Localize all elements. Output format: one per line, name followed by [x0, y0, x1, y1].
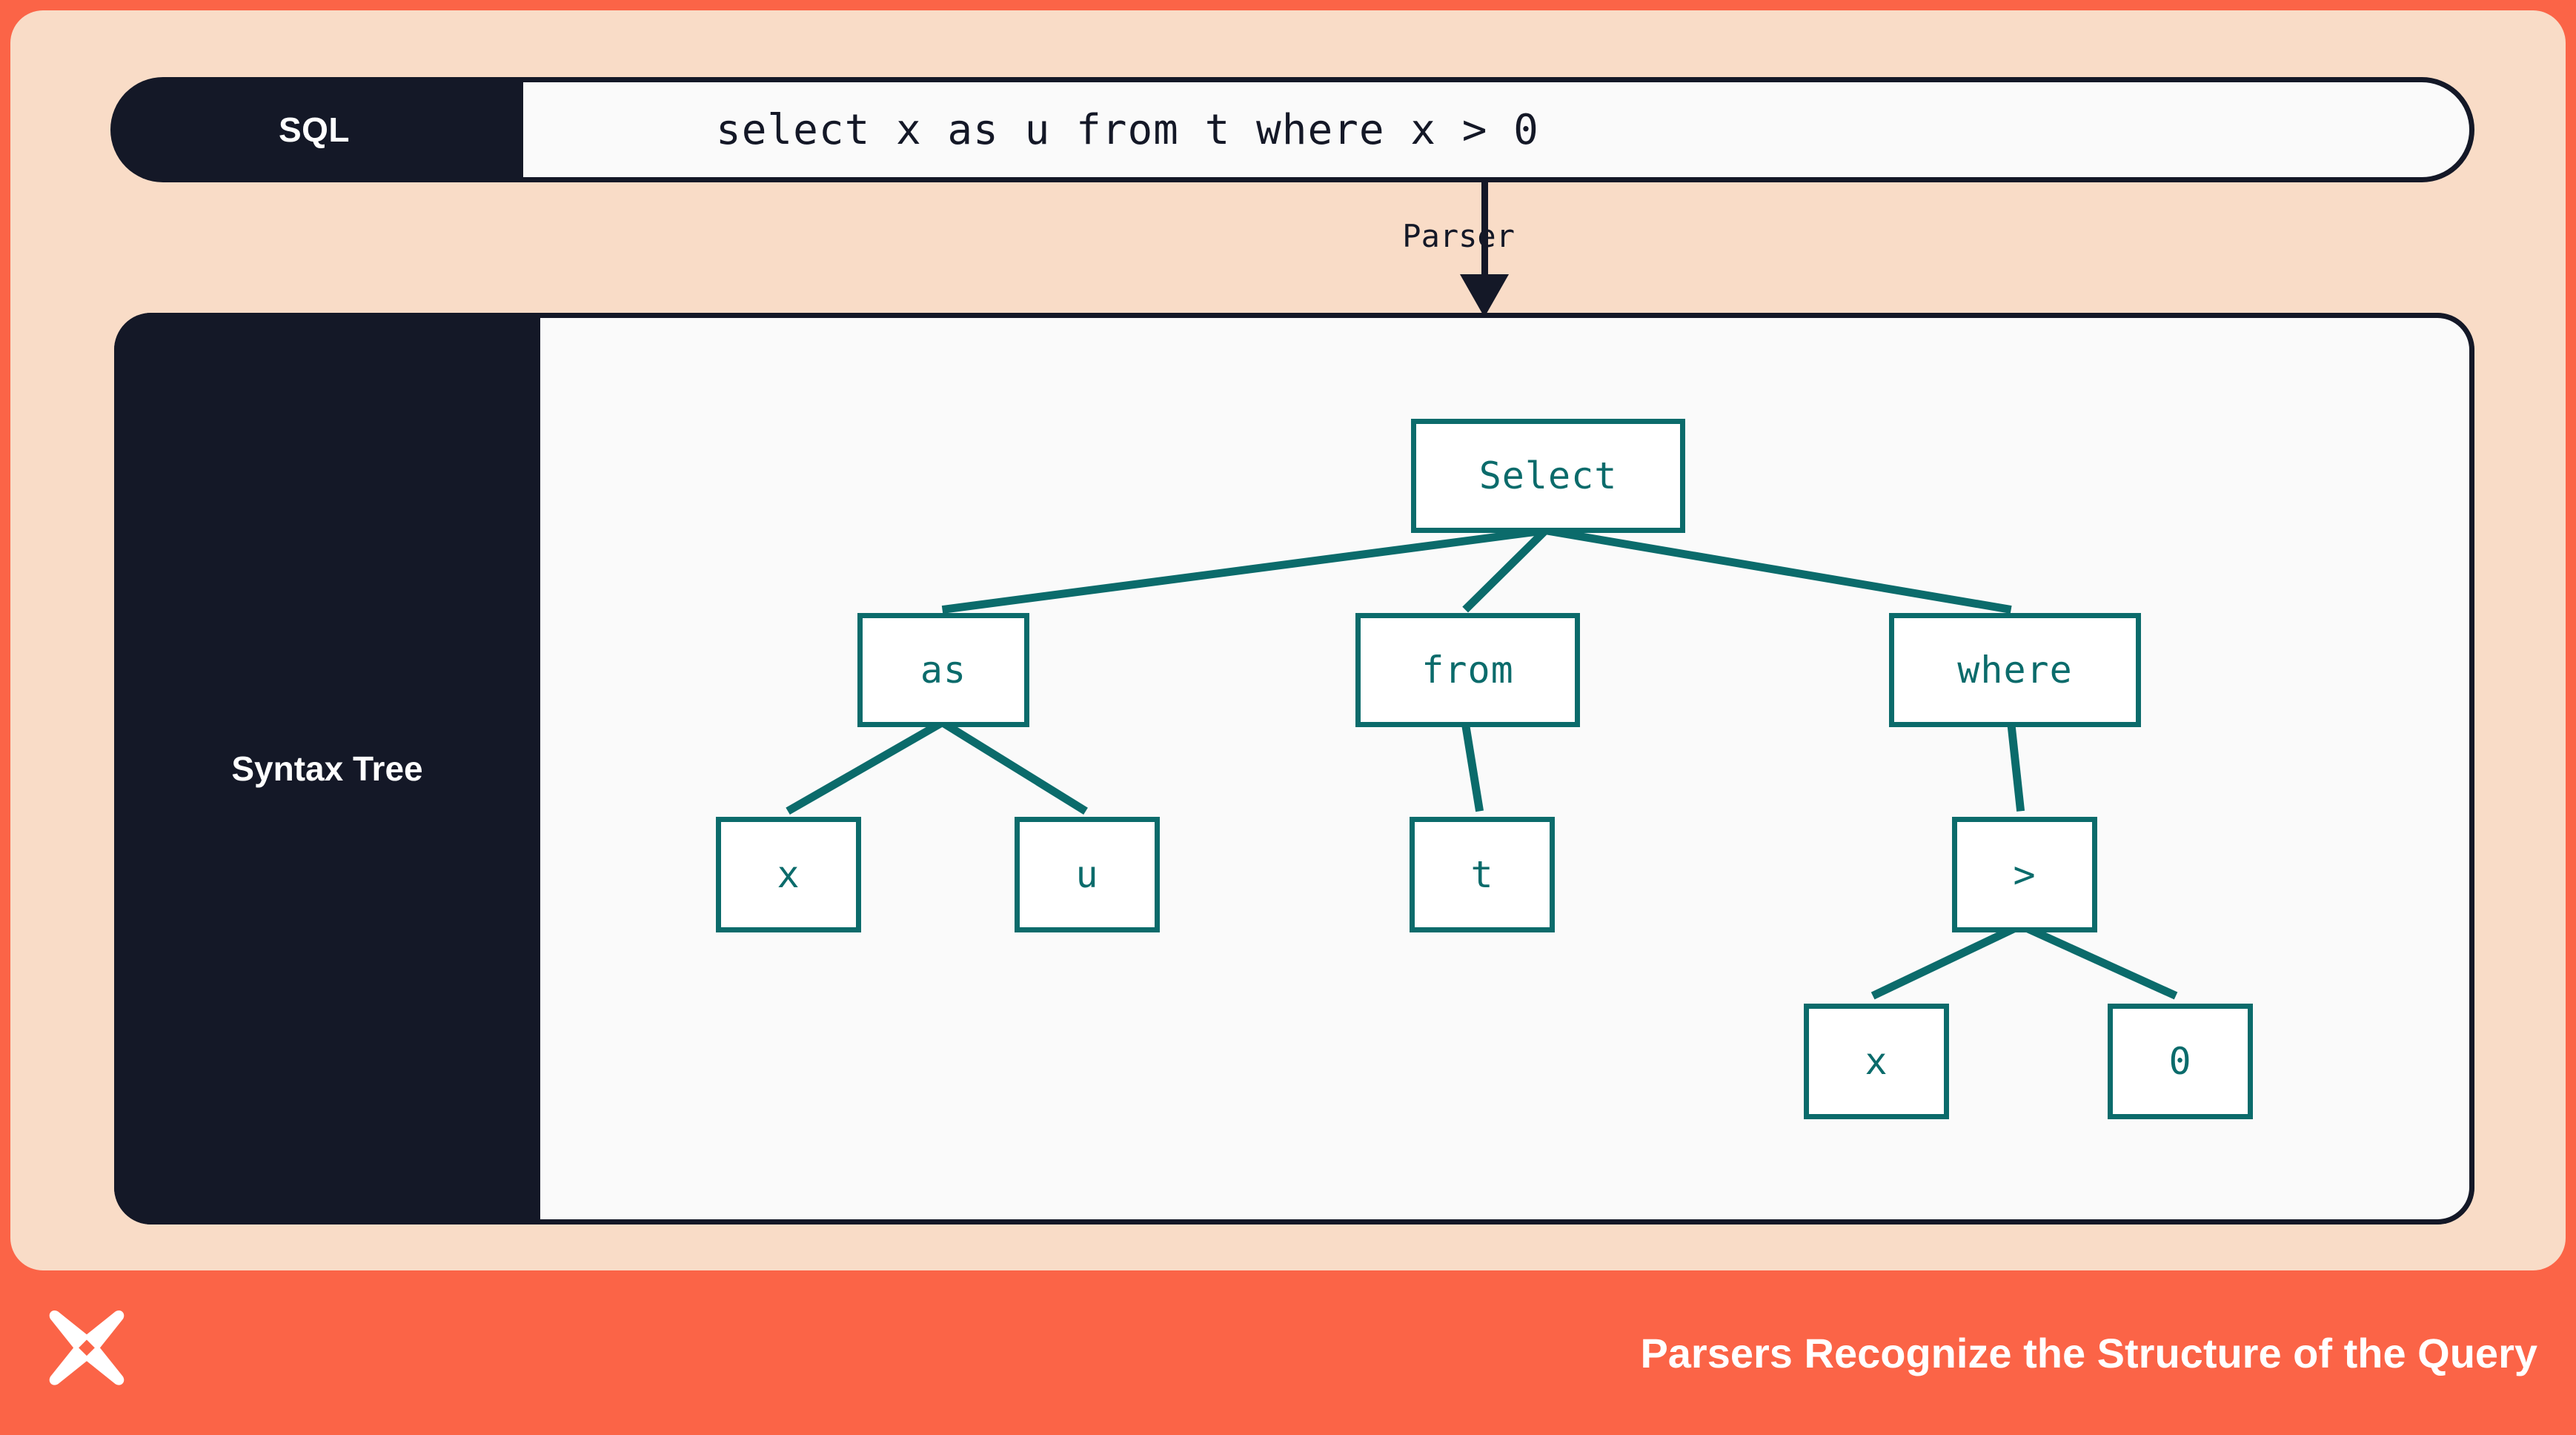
tree-node-where[interactable]: where — [1889, 613, 2141, 727]
footer-bar: Parsers Recognize the Structure of the Q… — [0, 1270, 2576, 1435]
tree-node-label: > — [2013, 853, 2036, 896]
parser-label: Parser — [1402, 218, 1515, 254]
arrow-shaft-icon — [1481, 182, 1488, 279]
tree-edge — [1870, 921, 2023, 1000]
tree-edge — [1544, 526, 2012, 614]
syntax-tree-label-pane: Syntax Tree — [114, 313, 540, 1224]
tree-edge — [941, 526, 1547, 614]
footer-caption: Parsers Recognize the Structure of the Q… — [1640, 1329, 2537, 1376]
syntax-tree-label-text: Syntax Tree — [231, 749, 423, 788]
tree-node-label: where — [1957, 649, 2073, 692]
tree-node-gt_x[interactable]: x — [1804, 1004, 1949, 1119]
tree-edge — [786, 719, 945, 815]
tree-node-label: u — [1075, 853, 1099, 896]
tree-edge — [1461, 721, 1484, 812]
content-card: SQL select x as u from t where x > 0 Par… — [10, 10, 2566, 1270]
tree-edge — [1462, 527, 1549, 613]
tree-node-label: from — [1421, 649, 1514, 692]
tree-edge-layer — [786, 526, 2178, 1000]
sql-label-pill: SQL — [110, 77, 518, 182]
tree-node-as_u[interactable]: u — [1015, 817, 1160, 932]
tree-node-as[interactable]: as — [857, 613, 1029, 727]
sql-query-text: select x as u from t where x > 0 — [716, 105, 1539, 154]
sql-row: SQL select x as u from t where x > 0 — [110, 77, 2474, 182]
tree-node-as_x[interactable]: x — [716, 817, 861, 932]
tree-node-from_t[interactable]: t — [1410, 817, 1555, 932]
sql-query-field[interactable]: select x as u from t where x > 0 — [518, 77, 2474, 182]
butterfly-x-logo-icon — [49, 1310, 125, 1385]
syntax-tree-panel: Syntax Tree Select as from where x u t > x 0 — [114, 313, 2474, 1224]
arrow-head-icon — [1460, 274, 1509, 317]
tree-node-label: x — [777, 853, 800, 896]
tree-node-label: 0 — [2168, 1040, 2192, 1083]
tree-node-label: as — [920, 649, 967, 692]
tree-node-label: x — [1865, 1040, 1888, 1083]
parser-transition: Parser — [1367, 182, 1589, 317]
tree-node-gt[interactable]: > — [1952, 817, 2097, 932]
tree-node-label: Select — [1478, 454, 1618, 497]
tree-node-label: t — [1470, 853, 1494, 896]
tree-node-gt_0[interactable]: 0 — [2108, 1004, 2253, 1119]
tree-node-from[interactable]: from — [1355, 613, 1580, 727]
syntax-tree-canvas: Select as from where x u t > x 0 — [540, 313, 2474, 1224]
tree-node-select[interactable]: Select — [1411, 419, 1685, 533]
sql-label-text: SQL — [278, 110, 351, 149]
tree-edge — [2019, 921, 2178, 1000]
tree-edge — [2007, 722, 2025, 812]
tree-edge — [940, 719, 1088, 815]
